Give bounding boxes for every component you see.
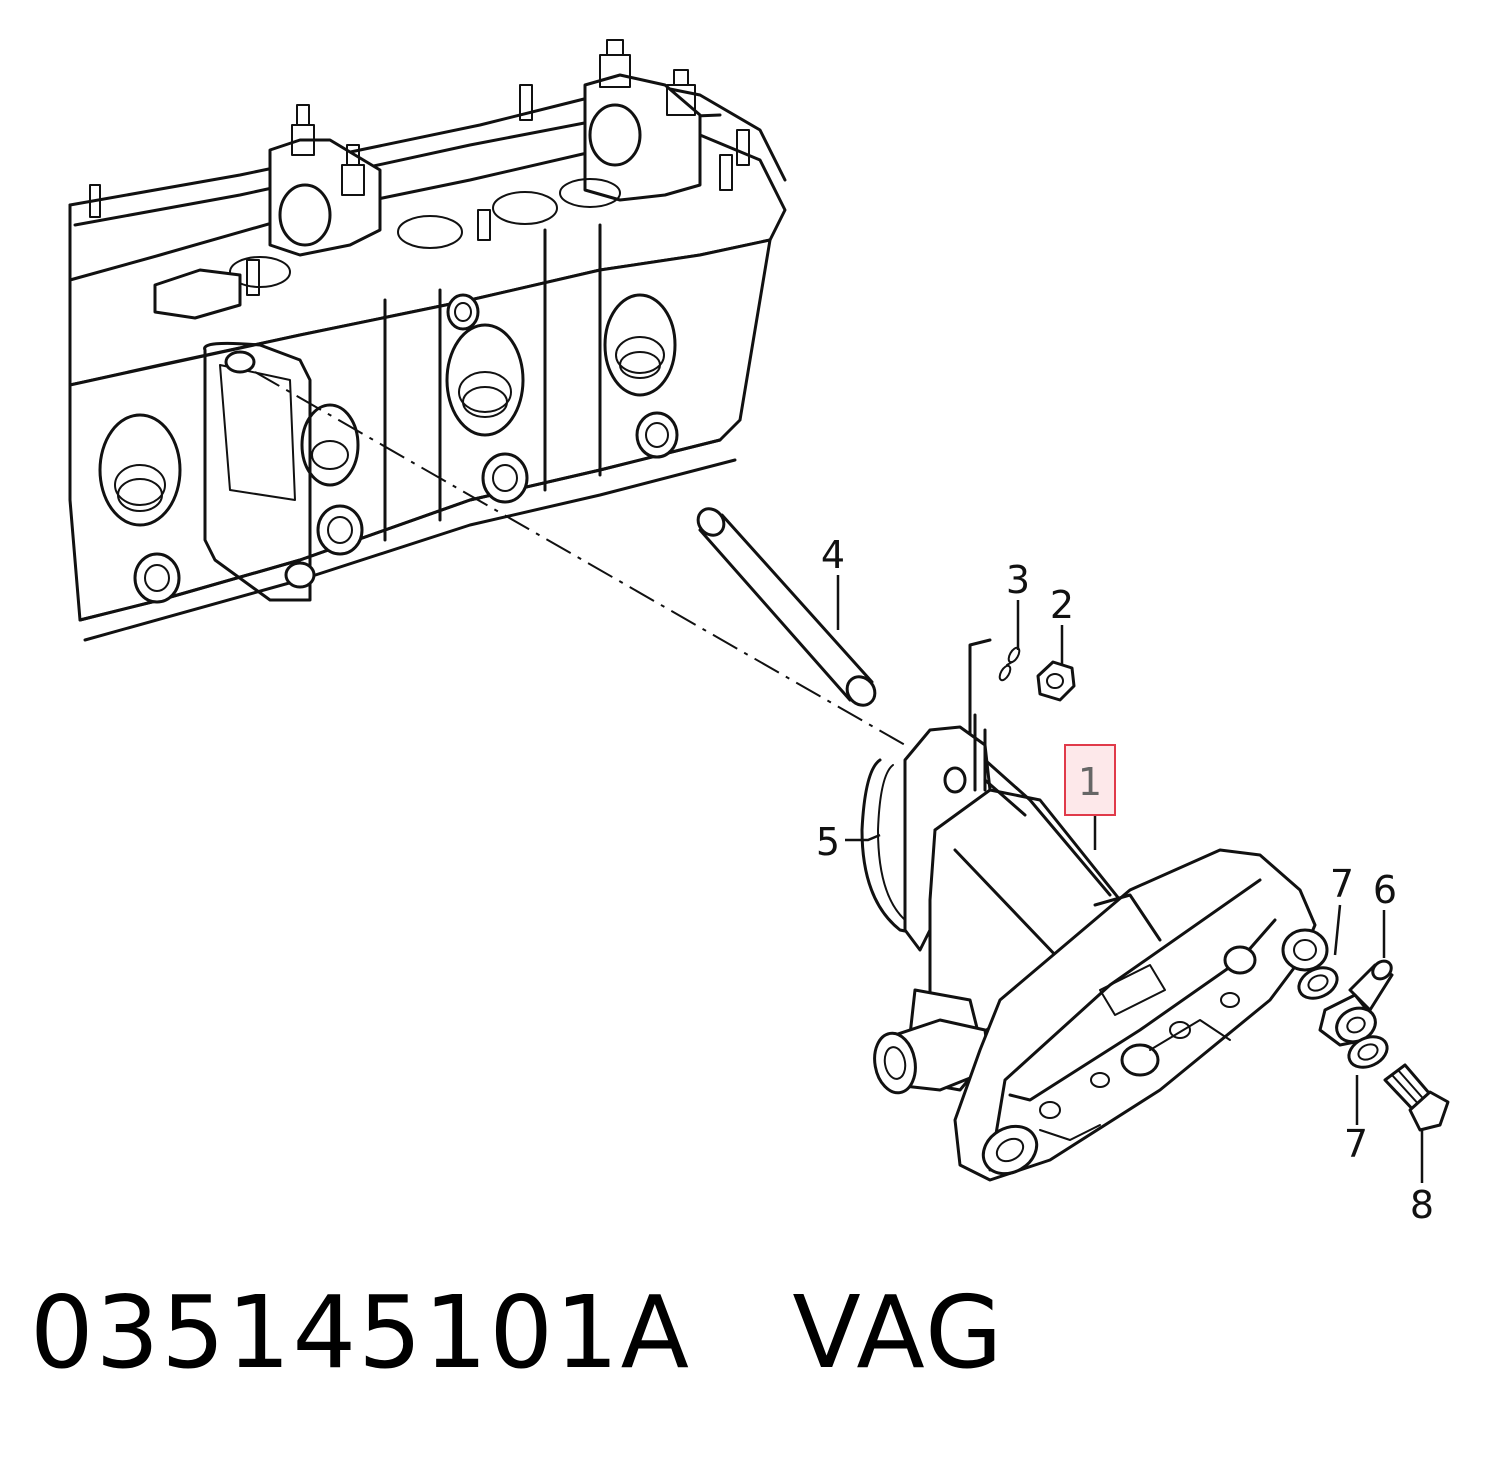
callout-6: 6 — [1373, 868, 1397, 912]
center-line — [254, 371, 906, 746]
part-number: 035145101A — [30, 1274, 692, 1391]
part-2-nut — [1036, 660, 1076, 702]
callout-7-upper: 7 — [1330, 862, 1354, 906]
part-1-vacuum-pump — [873, 713, 1329, 1182]
part-8-banjo-bolt — [1383, 1063, 1450, 1132]
part-7-washer-lower — [1347, 1035, 1389, 1069]
callout-4: 4 — [821, 533, 845, 577]
callout-1-highlight — [1064, 744, 1116, 816]
callout-8: 8 — [1410, 1183, 1434, 1227]
part-7-washer-upper — [1297, 966, 1339, 1000]
port-bosses — [98, 293, 677, 527]
part-6-union-fitting — [1318, 959, 1394, 1047]
exploded-parts-diagram: 1 2 3 4 5 6 7 7 8 — [68, 39, 1450, 1227]
cylinder-head — [68, 39, 787, 642]
callout-2: 2 — [1050, 583, 1074, 627]
brand-name: VAG — [792, 1274, 1005, 1391]
part-caption: 035145101A VAG — [30, 1278, 1005, 1388]
callout-1: 1 — [1078, 760, 1102, 804]
callout-7-lower: 7 — [1344, 1122, 1368, 1166]
part-4-drive-rod — [696, 507, 877, 707]
callout-3: 3 — [1006, 558, 1030, 602]
leader-lines — [836, 575, 1424, 1183]
callout-5: 5 — [816, 820, 840, 864]
part-3-clip — [998, 646, 1021, 682]
callouts: 1 2 3 4 5 6 7 7 8 — [816, 533, 1434, 1227]
